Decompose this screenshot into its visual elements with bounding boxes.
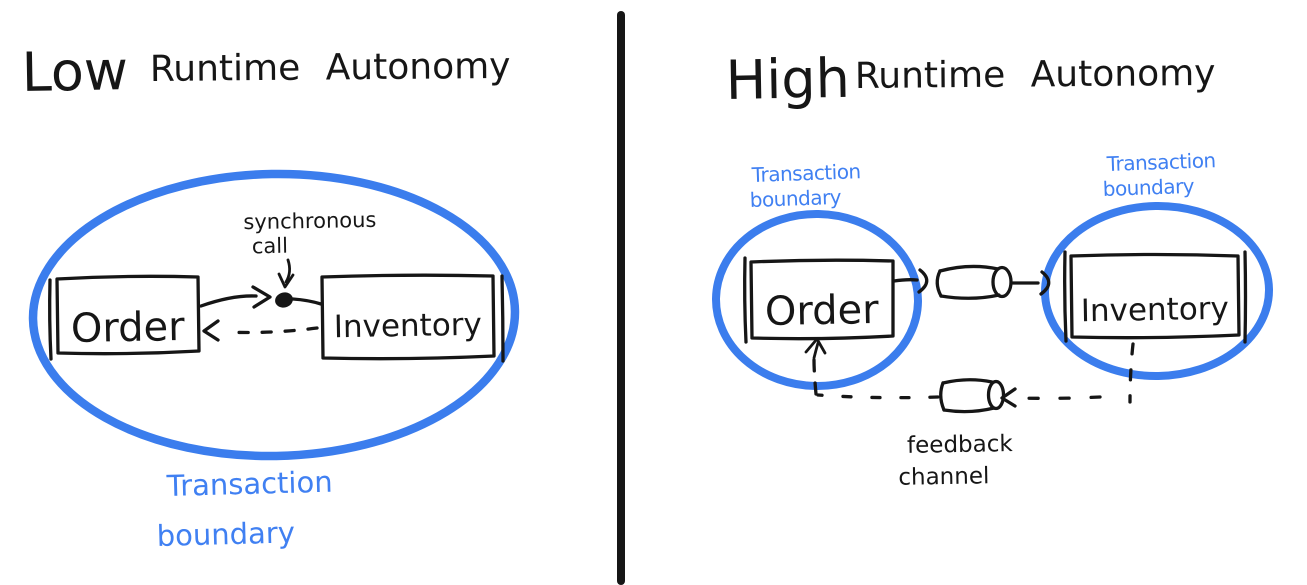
- feedback-into-order-arrowhead-icon: [804, 337, 827, 355]
- feedback-inventory-drop-dashed-line: [1128, 342, 1135, 404]
- panel-divider: [617, 11, 625, 585]
- feedback-label-line1: feedback: [907, 431, 1014, 459]
- feedback-order-rise-dashed-line: [812, 358, 818, 396]
- right-inventory-label: Inventory: [1080, 291, 1229, 330]
- feedback-channel-cylinder-icon: [939, 378, 1006, 414]
- message-cylinder-bottom: [939, 293, 1001, 300]
- feedback-cylinder-left-cap: [939, 381, 946, 412]
- feedback-cylinder-bottom: [942, 406, 996, 414]
- sync-note-pointer-line: [284, 258, 291, 284]
- sync-call-note-line1: synchronous: [243, 208, 376, 234]
- right-title-emphasis: High: [725, 47, 850, 112]
- left-inventory-box: [320, 273, 496, 361]
- sync-response-dashed-line: [224, 326, 319, 335]
- left-transaction-boundary-ellipse: [28, 169, 520, 461]
- left-order-label: Order: [71, 304, 186, 352]
- left-inventory-label: Inventory: [333, 307, 482, 346]
- left-order-box-side-bar: [48, 278, 53, 361]
- feedback-cylinder-top: [941, 378, 994, 385]
- right-inventory-box-right-bar: [1243, 250, 1248, 344]
- sync-call-note-line2: call: [252, 234, 289, 259]
- message-cylinder-opening: [991, 265, 1013, 299]
- right-inventory-box-left-bar: [1063, 250, 1068, 343]
- inventory-boundary-label-line2: boundary: [1102, 174, 1195, 201]
- right-order-box-side-bar: [743, 256, 748, 344]
- left-inventory-box-side-bar: [500, 274, 505, 363]
- sync-response-arrowhead-icon: [202, 319, 220, 342]
- left-order-box: [55, 274, 201, 356]
- channel-to-inventory-arrowhead-icon: [1039, 270, 1051, 296]
- sync-request-arrowhead-icon: [251, 285, 272, 309]
- sync-request-line-2: [291, 297, 323, 306]
- order-to-channel-line: [892, 278, 919, 283]
- left-boundary-label-line1: Transaction: [165, 465, 333, 503]
- feedback-label-line2: channel: [898, 463, 989, 491]
- inventory-transaction-boundary-ellipse: [1041, 201, 1273, 381]
- right-title-rest: Runtime Autonomy: [855, 53, 1216, 97]
- right-panel: High Runtime Autonomy Transaction bounda…: [712, 47, 1273, 491]
- sync-call-dot: [275, 292, 293, 308]
- sync-note-pointer-arrowhead-icon: [277, 272, 295, 289]
- sync-request-line: [199, 294, 258, 308]
- right-order-box: [749, 258, 895, 341]
- message-channel-cylinder-icon: [935, 264, 1013, 300]
- order-boundary-label-line2: boundary: [749, 185, 842, 212]
- left-boundary-label-line2: boundary: [156, 515, 295, 553]
- feedback-into-order-line: [812, 341, 820, 360]
- left-panel: Low Runtime Autonomy Order Inventory syn…: [21, 39, 520, 553]
- message-cylinder-left-cap: [935, 269, 943, 298]
- right-order-label: Order: [765, 287, 880, 335]
- left-title-rest: Runtime Autonomy: [150, 46, 511, 90]
- left-title-emphasis: Low: [21, 39, 128, 104]
- order-boundary-label-line1: Transaction: [750, 159, 861, 187]
- right-inventory-box: [1069, 252, 1241, 340]
- feedback-left-dashed-line: [816, 393, 940, 400]
- inventory-boundary-label-line1: Transaction: [1105, 148, 1216, 176]
- message-cylinder-top: [938, 264, 1000, 273]
- order-to-channel-arrowhead-icon: [917, 268, 929, 294]
- feedback-right-dashed-line: [1016, 395, 1102, 400]
- feedback-cylinder-opening: [986, 379, 1006, 411]
